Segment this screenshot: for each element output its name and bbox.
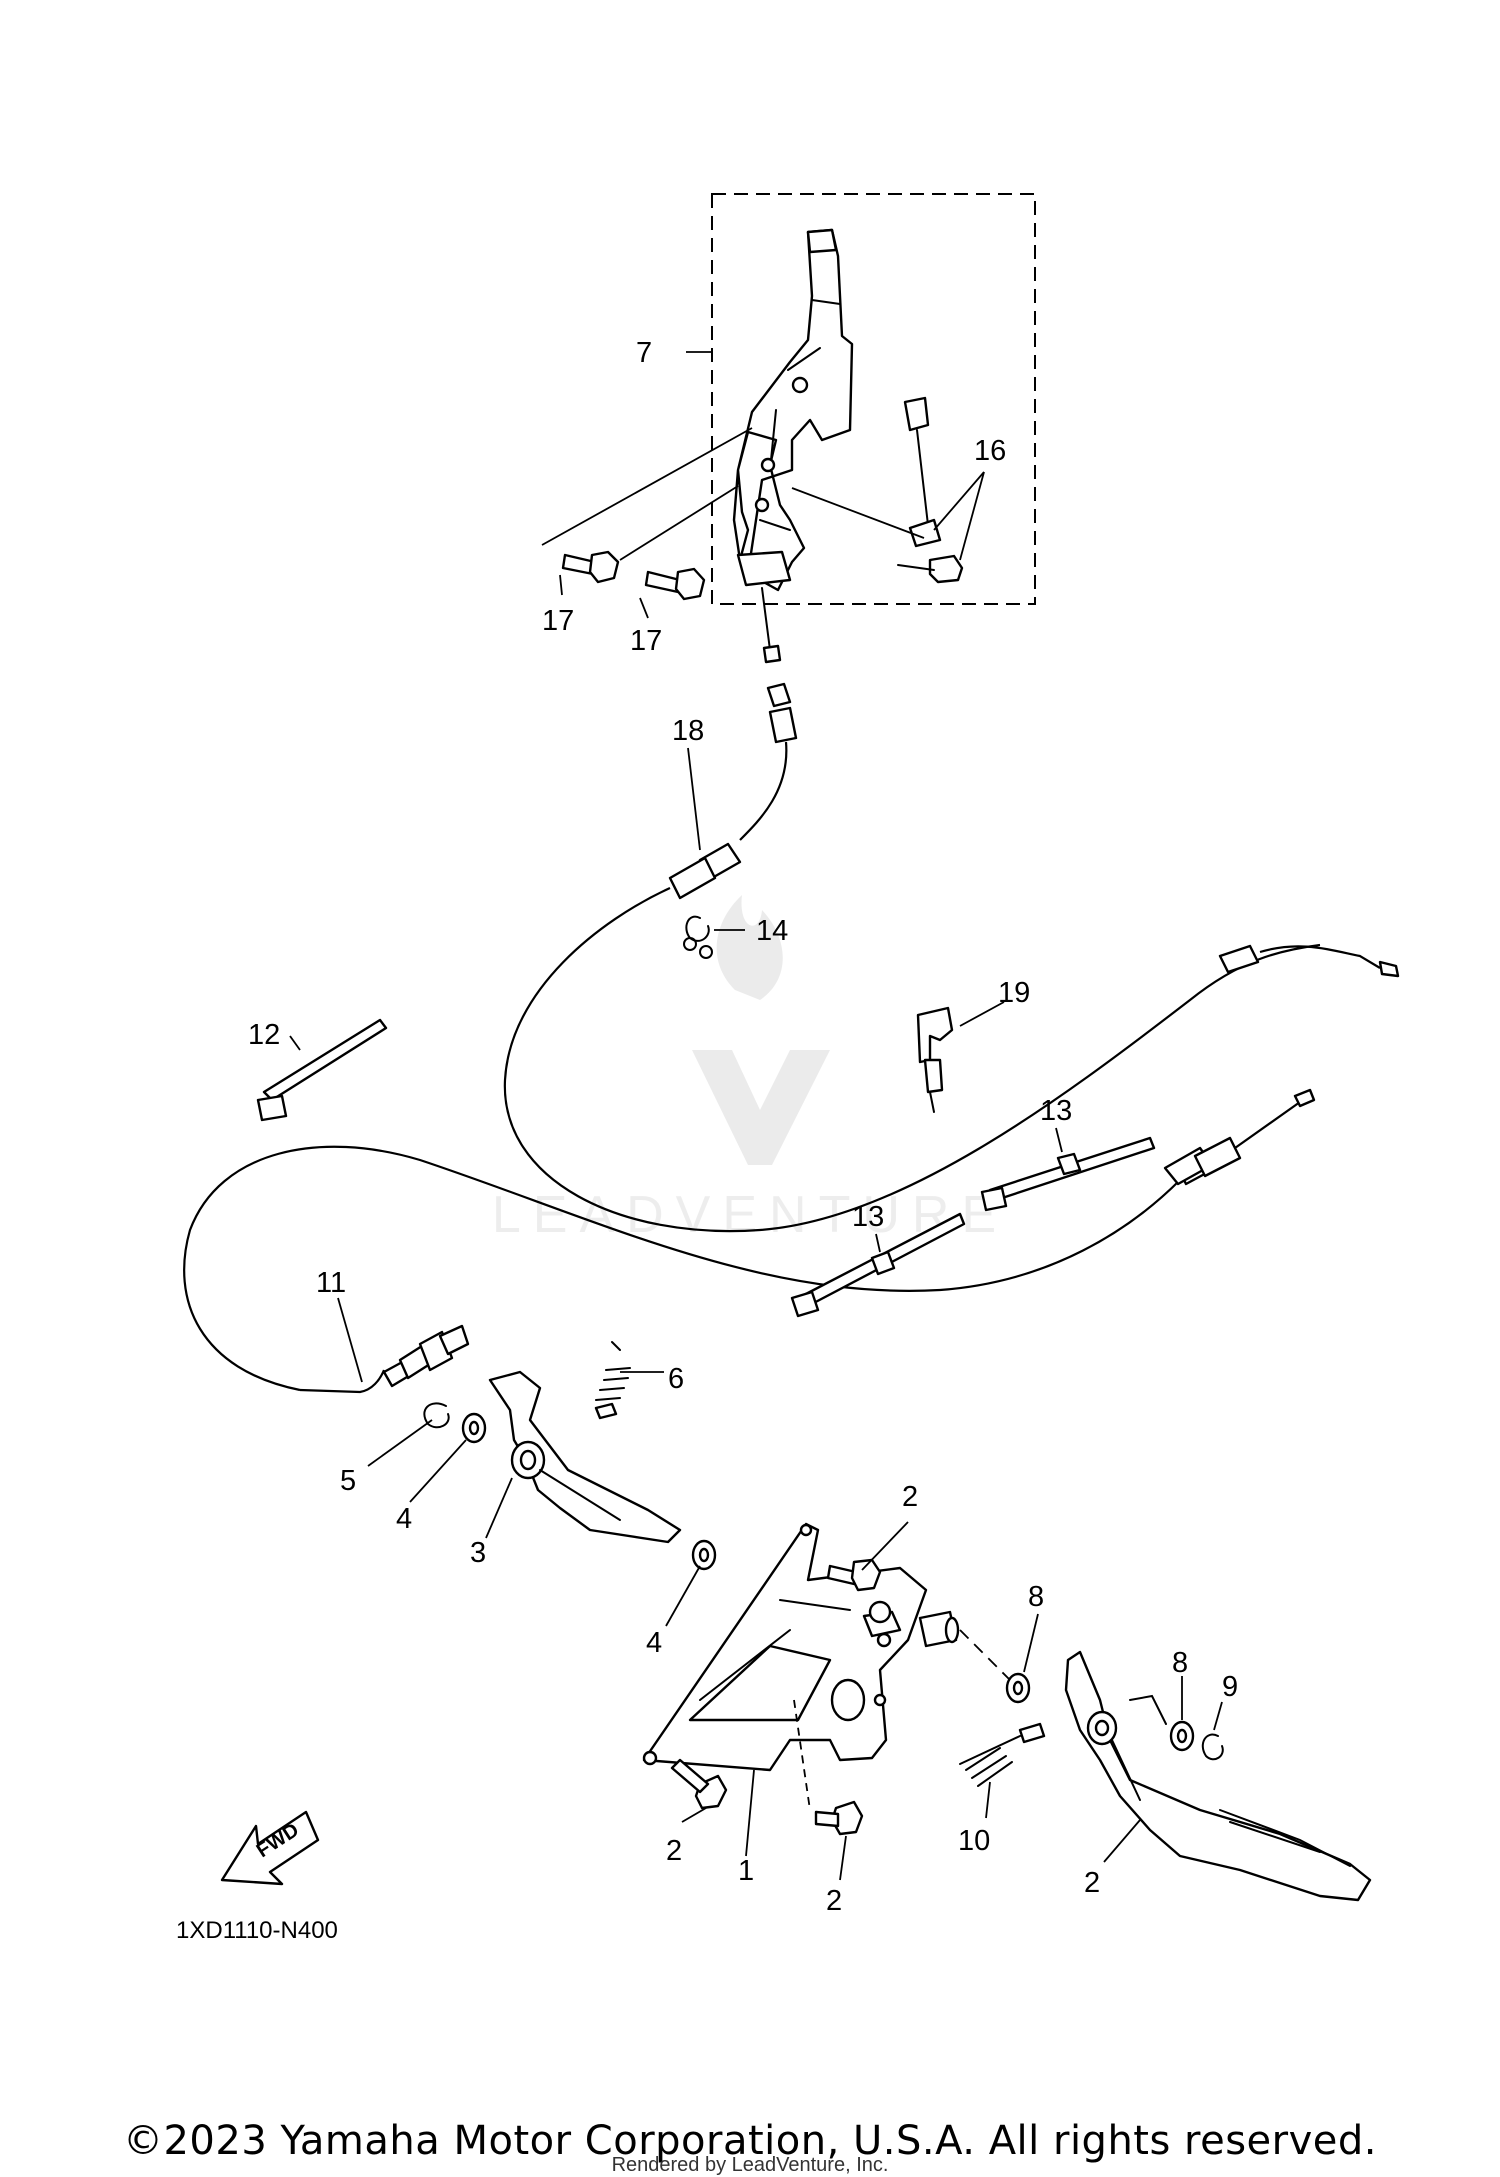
callout-19: 19 — [998, 977, 1030, 1009]
diagram-code: 1XD1110-N400 — [176, 1917, 338, 1944]
rendered-by-notice: Rendered by LeadVenture, Inc. — [611, 2154, 889, 2176]
leader-lines — [289, 351, 1223, 1881]
callout-10: 10 — [958, 1825, 990, 1857]
callout-11: 11 — [316, 1267, 346, 1299]
cable-tie-13b — [790, 1212, 966, 1318]
pivot-shaft — [862, 1600, 960, 1648]
brake-pedal-7 — [1064, 1650, 1372, 1902]
callout-4a: 4 — [396, 1503, 412, 1535]
washer-4b — [691, 1539, 717, 1571]
fwd-arrow-icon: FWD — [220, 1810, 320, 1886]
clip-5 — [423, 1402, 450, 1429]
callout-15: 7 — [636, 337, 652, 369]
bolt-17a — [561, 550, 620, 584]
copyright-notice: ©2023 Yamaha Motor Corporation, U.S.A. A… — [122, 2118, 1377, 2164]
callout-6: 6 — [668, 1363, 684, 1395]
bolt-17b — [644, 567, 706, 601]
bracket-plate-1 — [642, 1522, 928, 1772]
callout-12: 12 — [248, 1019, 280, 1051]
callout-17b: 17 — [630, 625, 662, 657]
clip-9 — [1201, 1733, 1224, 1761]
callout-8b: 8 — [1172, 1647, 1188, 1679]
bolt-2c — [814, 1800, 864, 1836]
callout-3: 3 — [470, 1537, 486, 1569]
cable-tie-12 — [256, 1018, 388, 1122]
callout-labels: 7 16 17 17 18 14 12 19 13 13 11 6 5 4 3 … — [248, 337, 1238, 1917]
callout-17a: 17 — [542, 605, 574, 637]
callout-14: 14 — [756, 915, 788, 947]
callout-16: 16 — [974, 435, 1006, 467]
washer-8a — [1005, 1672, 1031, 1704]
bolt-2b — [670, 1758, 728, 1810]
bolt-2a — [826, 1558, 882, 1592]
callout-13a: 13 — [1040, 1095, 1072, 1127]
callout-5: 5 — [340, 1465, 356, 1497]
callout-9: 9 — [1222, 1671, 1238, 1703]
callout-8a: 8 — [1028, 1581, 1044, 1613]
adjuster-rod — [897, 396, 964, 584]
brake-cable-18 — [503, 587, 1400, 1233]
callout-7: 2 — [1084, 1867, 1100, 1899]
callout-2a: 2 — [902, 1481, 918, 1513]
washer-8b — [1169, 1720, 1195, 1752]
callout-4b: 4 — [646, 1627, 662, 1659]
washer-4a — [461, 1412, 487, 1444]
spring-6 — [594, 1341, 631, 1420]
callout-13b: 13 — [852, 1201, 884, 1233]
lever-arm-3 — [488, 1370, 682, 1544]
brake-cable-11 — [183, 1088, 1316, 1394]
clamp-19 — [916, 1006, 954, 1113]
cable-tie-13a — [980, 1136, 1156, 1212]
clip-14 — [683, 915, 713, 959]
callout-2c: 2 — [826, 1885, 842, 1917]
parking-brake-lever — [732, 228, 854, 592]
spring-10 — [959, 1722, 1046, 1787]
callout-2b: 2 — [666, 1835, 682, 1867]
callout-18: 18 — [672, 715, 704, 747]
callout-1: 1 — [738, 1855, 754, 1887]
lever-assembly-box — [711, 193, 1036, 605]
